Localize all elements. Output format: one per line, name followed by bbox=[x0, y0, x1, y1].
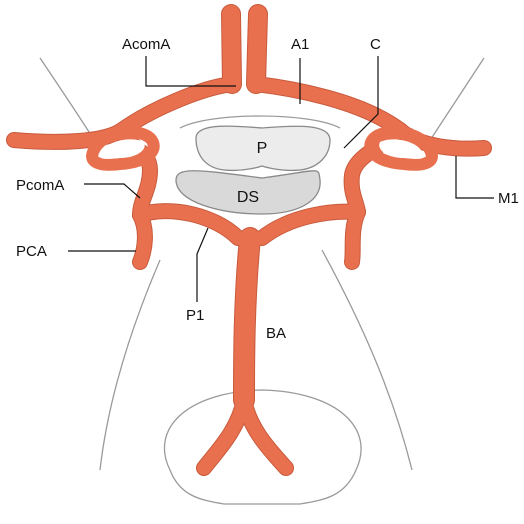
right-p1 bbox=[262, 212, 358, 238]
leader-pcoma bbox=[84, 184, 140, 198]
sellar-structures: P DS bbox=[176, 116, 340, 214]
label-pcoma: PcomA bbox=[16, 177, 64, 194]
label-acoma: AcomA bbox=[122, 36, 170, 53]
right-pca bbox=[352, 212, 358, 262]
right-outer-contour bbox=[424, 58, 484, 150]
label-c: C bbox=[370, 36, 381, 53]
label-p1: P1 bbox=[186, 307, 204, 324]
label-a1: A1 bbox=[291, 36, 309, 53]
leader-p1 bbox=[197, 228, 208, 302]
basilar-artery bbox=[244, 238, 250, 400]
arteries-fill bbox=[14, 14, 484, 468]
label-m1: M1 bbox=[498, 190, 519, 207]
left-vertebral bbox=[204, 400, 244, 468]
right-temporal-contour bbox=[322, 250, 412, 470]
label-ba: BA bbox=[266, 325, 286, 342]
label-pca: PCA bbox=[16, 243, 47, 260]
left-pca bbox=[140, 215, 145, 262]
leader-m1 bbox=[456, 156, 494, 198]
acoma-right-trunk bbox=[256, 14, 258, 84]
label-ds: DS bbox=[237, 189, 259, 206]
acoma-left-trunk bbox=[231, 14, 232, 84]
right-vertebral bbox=[244, 400, 286, 468]
label-p: P bbox=[257, 140, 268, 157]
sellar-rim bbox=[180, 116, 340, 128]
left-temporal-contour bbox=[100, 260, 160, 470]
left-p1 bbox=[140, 211, 238, 238]
